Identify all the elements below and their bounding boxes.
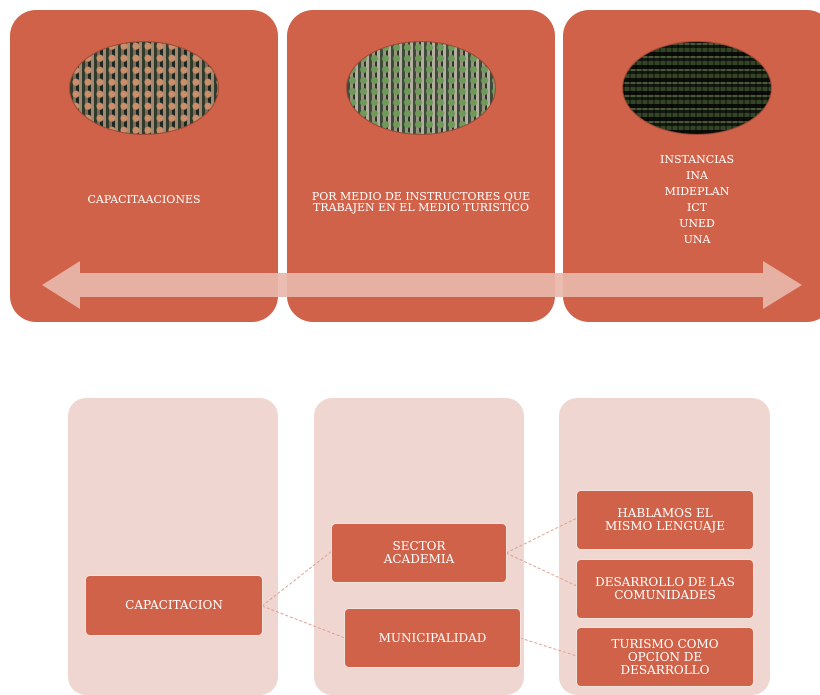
node-turismo: TURISMO COMO OPCION DE DESARROLLO bbox=[577, 628, 753, 686]
panel-2-text: POR MEDIO DE INSTRUCTORES QUE TRABAJEN E… bbox=[311, 190, 531, 214]
top-panel-1: CAPACITAACIONES bbox=[10, 10, 278, 322]
node-desarrollo-comunidades: DESARROLLO DE LAS COMUNIDADES bbox=[577, 560, 753, 618]
node-municipalidad: MUNICIPALIDAD bbox=[345, 609, 520, 667]
node-hablamos: HABLAMOS EL MISMO LENGUAJE bbox=[577, 491, 753, 549]
node-sector-academia: SECTOR ACADEMIA bbox=[332, 524, 506, 582]
list-item: UNA bbox=[683, 233, 711, 246]
list-item: INA bbox=[686, 169, 708, 182]
column-level-1 bbox=[68, 398, 278, 695]
group-photo-icon bbox=[347, 42, 495, 134]
top-panel-2: POR MEDIO DE INSTRUCTORES QUE TRABAJEN E… bbox=[287, 10, 555, 322]
list-item: INSTANCIAS bbox=[659, 153, 735, 166]
group-photo-icon bbox=[70, 42, 218, 134]
double-arrow-shape bbox=[42, 261, 802, 309]
list-item: UNED bbox=[679, 217, 715, 230]
panel-1-text: CAPACITAACIONES bbox=[87, 193, 201, 206]
connector-line bbox=[261, 605, 346, 639]
connector-line bbox=[505, 552, 578, 587]
connector-line bbox=[261, 550, 333, 607]
connector-line bbox=[519, 637, 578, 657]
list-item: ICT bbox=[686, 201, 708, 214]
panel-3-list: INSTANCIAS INA MIDEPLAN ICT UNED UNA bbox=[563, 152, 820, 248]
node-capacitacion: CAPACITACION bbox=[86, 576, 262, 635]
building-photo-icon bbox=[623, 42, 771, 134]
connector-line bbox=[505, 517, 578, 554]
list-item: MIDEPLAN bbox=[664, 185, 730, 198]
